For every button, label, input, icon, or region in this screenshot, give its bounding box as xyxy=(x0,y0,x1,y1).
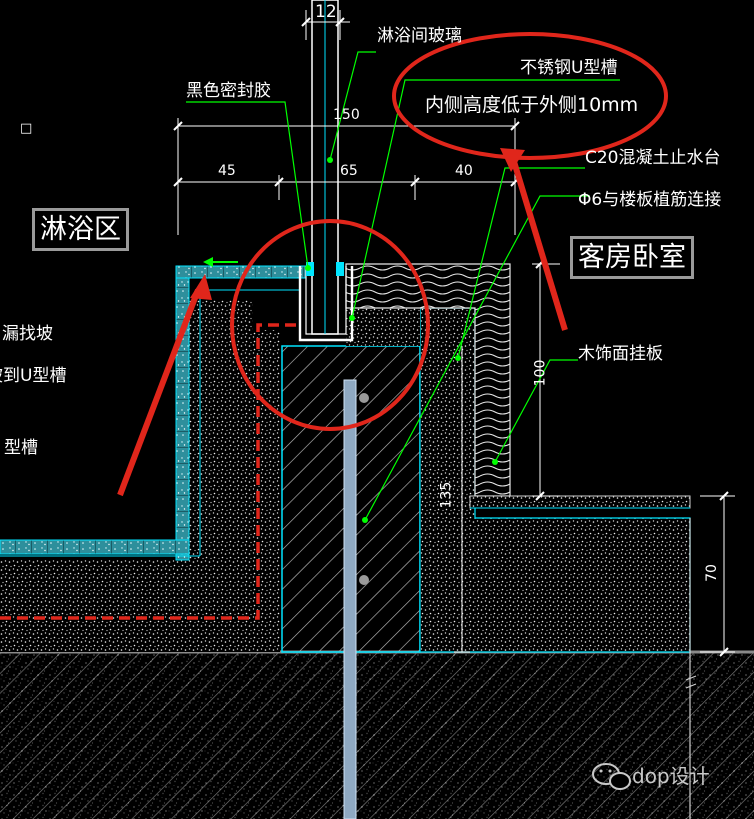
label-steel-u-channel: 不锈钢U型槽 xyxy=(520,58,618,78)
label-inner-height-note: 内侧高度低于外侧10mm xyxy=(425,94,639,116)
waterproof-membrane-line xyxy=(0,323,300,620)
zone-guest-bedroom: 客房卧室 xyxy=(570,236,694,280)
dim-mid-part: 65 xyxy=(340,163,358,179)
shower-glass-panel xyxy=(306,0,344,335)
leader-lines xyxy=(186,51,620,521)
dim-total-width: 150 xyxy=(333,107,360,123)
zone-shower-area: 淋浴区 xyxy=(32,208,129,252)
dim-wall-height: 100 xyxy=(532,359,549,387)
left-small-mark: □ xyxy=(20,121,33,136)
dim-right-part: 40 xyxy=(455,163,473,179)
stainless-u-channel xyxy=(298,266,354,342)
dimension-lines xyxy=(177,10,735,653)
watermark-text: dop设计 xyxy=(632,764,710,788)
label-shower-glass: 淋浴间玻璃 xyxy=(377,26,462,46)
structural-slab xyxy=(0,650,754,819)
left-note-line1: 漏找坡 xyxy=(2,324,53,344)
label-rebar-note: Φ6与楼板植筋连接 xyxy=(578,190,722,210)
wechat-icon xyxy=(592,763,631,790)
label-wood-skirting: 木饰面挂板 xyxy=(578,344,663,364)
dim-inner-height: 135 xyxy=(438,481,455,509)
dim-left-part: 45 xyxy=(218,163,236,179)
shower-screed-layer xyxy=(0,300,280,652)
dim-top-width: 12 xyxy=(315,2,337,22)
rebar-dowel xyxy=(343,379,369,819)
label-black-sealant: 黑色密封胶 xyxy=(186,81,271,101)
left-note-line3: 型槽 xyxy=(4,438,38,458)
red-annotations xyxy=(117,32,668,497)
label-concrete-curb: C20混凝土止水台 xyxy=(585,148,721,168)
bedroom-floor-finish xyxy=(469,495,691,509)
dim-floor-thickness: 70 xyxy=(703,564,720,582)
